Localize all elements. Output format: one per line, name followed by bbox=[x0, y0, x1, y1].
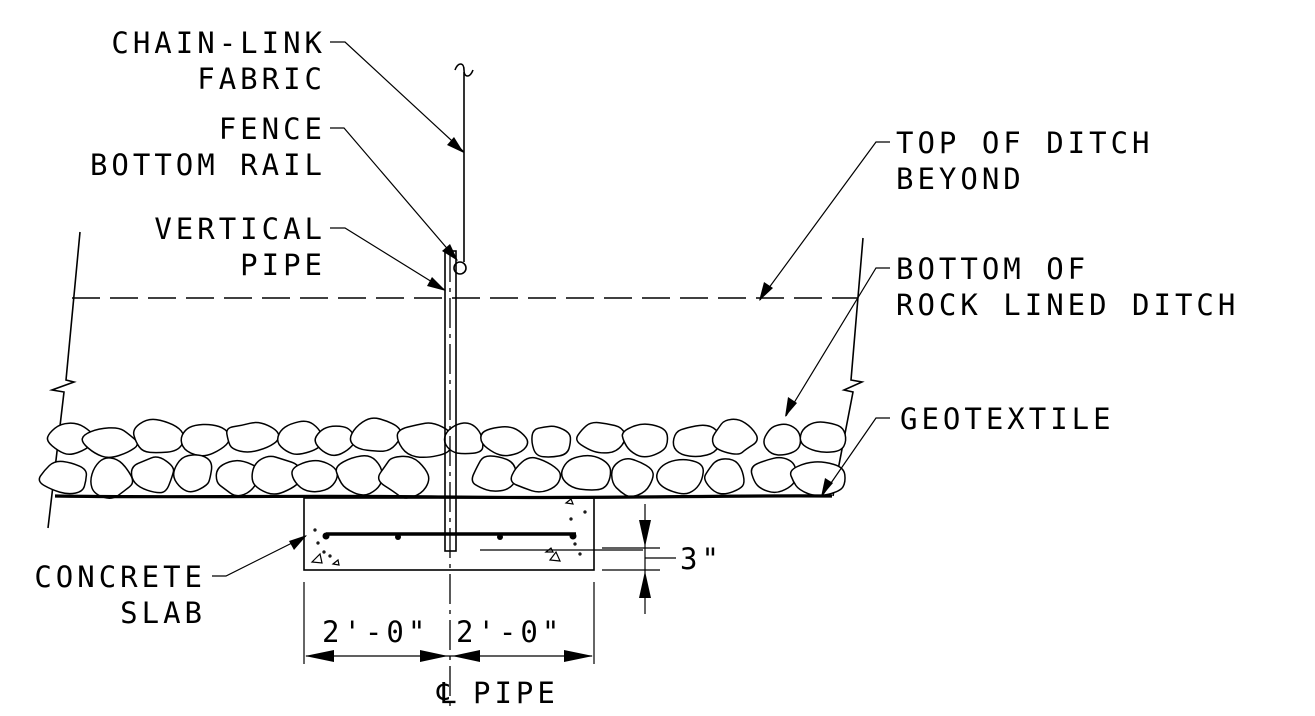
chain-link-label-line1: CHAIN-LINK bbox=[111, 26, 326, 60]
rock bbox=[703, 458, 745, 495]
right-ditch-break-line bbox=[832, 237, 865, 497]
rock bbox=[480, 426, 529, 457]
rock bbox=[471, 455, 517, 492]
rock bbox=[291, 459, 339, 493]
rock bbox=[180, 423, 231, 457]
rock bbox=[377, 455, 430, 499]
rock-lining-layer bbox=[38, 417, 847, 499]
rock bbox=[711, 418, 758, 455]
rock bbox=[276, 420, 323, 455]
rock bbox=[763, 423, 802, 456]
centerline-pipe-text: PIPE bbox=[473, 676, 559, 710]
concrete-slab bbox=[303, 497, 595, 571]
rock bbox=[46, 422, 96, 456]
rock bbox=[226, 421, 280, 453]
rock bbox=[215, 459, 261, 497]
concrete-label-line1: CONCRETE bbox=[34, 560, 206, 594]
vertical-pipe-label-line2: PIPE bbox=[240, 248, 326, 282]
bottom-ditch-label-line2: ROCK LINED DITCH bbox=[896, 288, 1239, 322]
rock bbox=[510, 456, 562, 493]
rock bbox=[655, 458, 705, 495]
bottom-ditch-label-line1: BOTTOM OF bbox=[896, 252, 1089, 286]
rock bbox=[251, 455, 301, 495]
callout-labels: CHAIN-LINK FABRIC FENCE BOTTOM RAIL VERT… bbox=[34, 26, 1239, 710]
rock bbox=[576, 421, 626, 454]
rock bbox=[799, 421, 847, 453]
rock bbox=[172, 454, 213, 493]
rebar-cover-dimension bbox=[480, 504, 676, 614]
rock bbox=[132, 418, 185, 454]
geotextile-label: GEOTEXTILE bbox=[900, 402, 1115, 436]
left-ditch-break-line bbox=[47, 231, 81, 529]
rebar-dots bbox=[322, 532, 577, 540]
rock bbox=[81, 427, 138, 459]
slab-width-dimension bbox=[303, 582, 595, 664]
leader-lines bbox=[212, 41, 890, 577]
rock bbox=[621, 423, 669, 458]
chain-link-label-line2: FABRIC bbox=[197, 62, 326, 96]
concrete-stipple bbox=[310, 498, 587, 566]
rock bbox=[750, 456, 797, 494]
cover-dimension-text: 3" bbox=[680, 542, 723, 576]
rock bbox=[349, 417, 402, 452]
rock bbox=[335, 455, 384, 496]
rock bbox=[396, 422, 453, 459]
fence-bottom-rail bbox=[453, 261, 467, 275]
rock bbox=[560, 454, 612, 491]
left-width-dimension-text: 2'-0" bbox=[322, 615, 429, 649]
right-width-dimension-text: 2'-0" bbox=[456, 615, 563, 649]
top-ditch-label-line1: TOP OF DITCH bbox=[896, 126, 1154, 160]
rock bbox=[789, 461, 846, 497]
rock bbox=[90, 457, 134, 499]
vertical-pipe-label-line1: VERTICAL bbox=[154, 212, 326, 246]
rock bbox=[38, 460, 88, 495]
top-ditch-label-line2: BEYOND bbox=[896, 162, 1025, 196]
rock bbox=[610, 458, 654, 498]
centerline-symbol: ℄ bbox=[436, 676, 460, 710]
rock bbox=[531, 425, 572, 458]
rock bbox=[130, 456, 175, 494]
fence-rail-label-line1: FENCE bbox=[219, 112, 326, 146]
concrete-label-line2: SLAB bbox=[120, 596, 206, 630]
rock bbox=[314, 425, 356, 457]
rock bbox=[672, 424, 721, 458]
fabric-break-symbol bbox=[454, 63, 474, 77]
fence-rail-label-line2: BOTTOM RAIL bbox=[90, 148, 326, 182]
